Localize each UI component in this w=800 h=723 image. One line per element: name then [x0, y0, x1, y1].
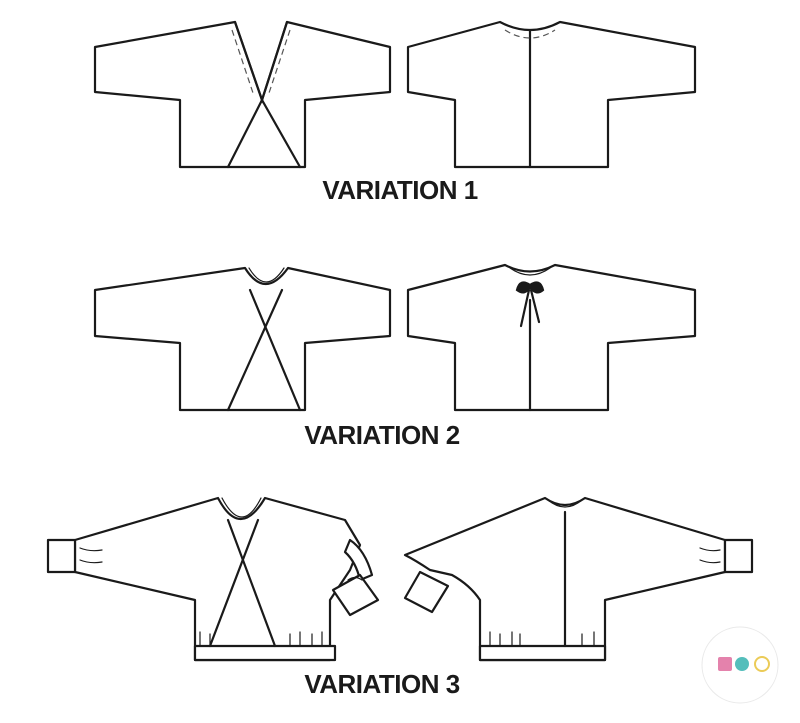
variation-1-front — [93, 20, 392, 169]
variation-1-label: VARIATION 1 — [322, 175, 477, 205]
variation-3-front — [46, 496, 380, 662]
variation-2-back — [406, 263, 697, 412]
variation-3-back — [403, 496, 754, 662]
logo-y-dot — [735, 657, 749, 671]
variation-2-label: VARIATION 2 — [304, 420, 459, 450]
tie-bow-icon — [515, 281, 545, 328]
logo-k-tile — [718, 657, 732, 671]
kyo-logo-watermark — [701, 626, 779, 704]
logo-o-ring — [754, 656, 770, 672]
variation-1-back — [406, 20, 697, 169]
variation-2-front — [93, 266, 392, 412]
variation-3-label: VARIATION 3 — [304, 669, 459, 699]
